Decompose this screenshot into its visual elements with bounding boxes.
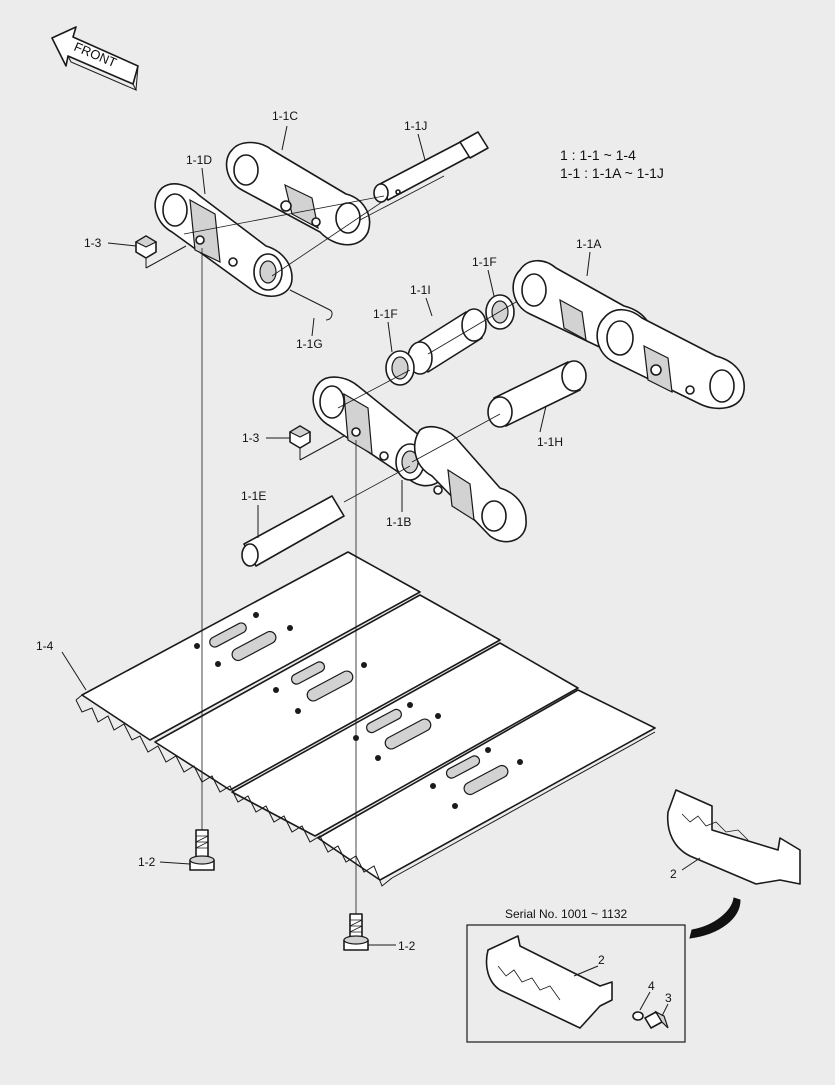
track-pin-1-1J [373,131,489,203]
inset-label-3: 3 [665,991,672,1005]
inset-bolt-3 [644,1010,669,1029]
label-1-1G: 1-1G [296,337,323,351]
label-1-1B: 1-1B [386,515,411,529]
nut-1-3-mid [288,425,312,449]
label-1-1E: 1-1E [241,489,266,503]
legend-line-1: 1 : 1-1 ~ 1-4 [560,147,636,163]
label-1-4: 1-4 [36,639,54,653]
track-link-1-1C [225,141,371,246]
label-1-1C: 1-1C [272,109,298,123]
nut-1-3-top [134,235,158,259]
label-1-1D: 1-1D [186,153,212,167]
label-1-3-mid: 1-3 [242,431,260,445]
bushing-1-1I [407,308,487,375]
label-1-1I: 1-1I [410,283,431,297]
label-2: 2 [670,867,677,881]
label-1-3-top: 1-3 [84,236,102,250]
track-link-1-1A [512,259,745,410]
track-shoe-plate [75,551,656,887]
label-1-2-left: 1-2 [138,855,156,869]
bushing-1-1H [487,360,587,428]
seal-1-1F-left [385,350,415,386]
seal-1-1F-right [485,294,515,330]
callout-labels: 1-1C 1-1J 1-1D 1-3 1-1A 1-1F 1-1I 1-1F 1… [36,109,677,1005]
bolt-1-2-left [189,829,215,871]
inset-box [466,924,686,1043]
label-1-1F-right: 1-1F [472,255,497,269]
label-1-1A: 1-1A [576,237,601,251]
inset-washer-4 [632,1011,644,1021]
grab-handle-2 [666,789,801,885]
inset-title: Serial No. 1001 ~ 1132 [505,907,628,921]
cotter-pin-1-1G [289,289,333,321]
track-link-1-1D [154,183,293,298]
leader-lines [61,125,701,1017]
label-1-1J: 1-1J [404,119,427,133]
label-1-1F-left: 1-1F [373,307,398,321]
curved-arrow-icon [689,897,741,939]
track-pin-1-1E [241,495,345,567]
inset-grab-handle [485,935,613,1029]
front-arrow-icon: FRONT [51,26,139,92]
track-link-1-1B [312,376,527,543]
label-1-2-right: 1-2 [398,939,416,953]
label-1-1H: 1-1H [537,435,563,449]
inset-label-4: 4 [648,979,655,993]
legend-line-2: 1-1 : 1-1A ~ 1-1J [560,165,664,181]
bolt-1-2-right [343,913,369,951]
inset-label-2: 2 [598,953,605,967]
